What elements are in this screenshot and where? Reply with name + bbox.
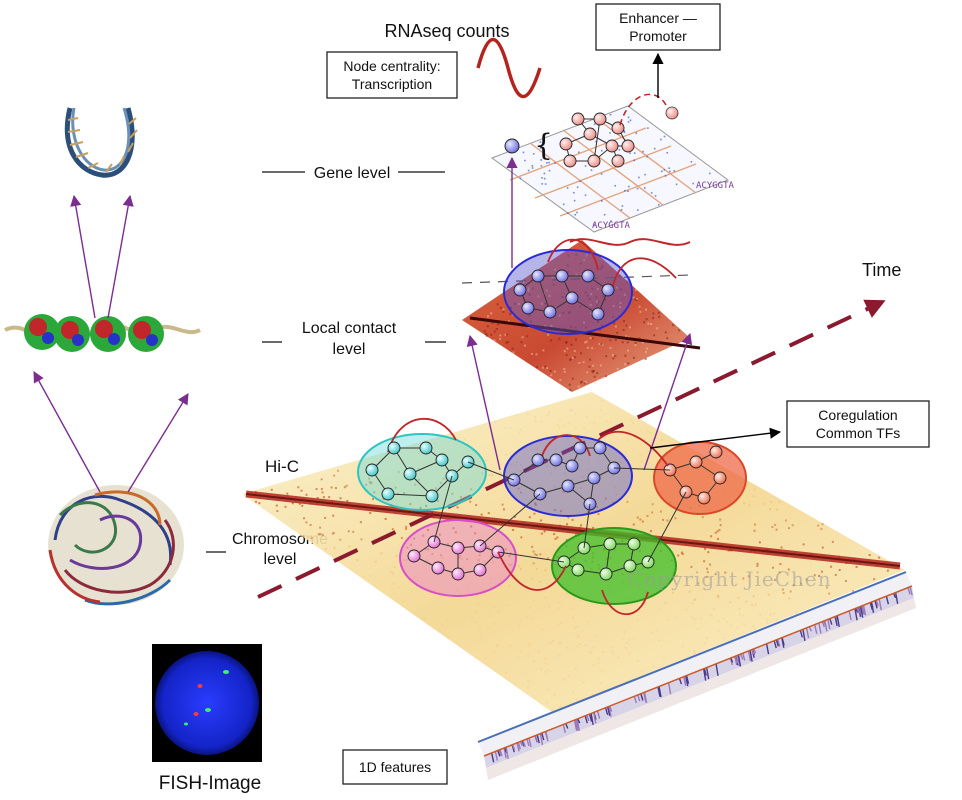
network-node <box>611 121 625 135</box>
network-node <box>571 112 585 126</box>
network-node <box>697 491 711 505</box>
fish-nucleus-icon <box>152 644 262 762</box>
cluster-cyan <box>357 417 487 511</box>
sequence-snippet-left: ACYGGTA <box>592 221 631 231</box>
network-node <box>573 441 587 455</box>
node-centrality-line2: Transcription <box>352 76 432 92</box>
network-node <box>611 154 625 168</box>
time-arrow <box>257 299 886 599</box>
node-centrality-line1: Node centrality: <box>343 58 440 74</box>
network-node <box>599 567 613 581</box>
network-node <box>605 139 619 153</box>
network-node <box>561 479 575 493</box>
inter-cluster-edges <box>433 461 687 563</box>
network-node <box>549 453 563 467</box>
network-node <box>531 269 545 283</box>
network-node <box>601 283 615 297</box>
coregulation-line1: Coregulation <box>818 407 897 423</box>
network-node <box>587 471 601 485</box>
network-node <box>603 537 617 551</box>
network-node <box>565 459 579 473</box>
network-node <box>381 487 395 501</box>
local-cluster <box>503 238 677 335</box>
network-node <box>419 441 433 455</box>
cluster-green <box>551 527 677 616</box>
network-node <box>563 154 577 168</box>
network-node <box>583 127 597 141</box>
network-node <box>543 305 557 319</box>
network-node <box>555 269 569 283</box>
sequence-snippet-right: ACYGGTA <box>696 181 735 191</box>
coregulation-box <box>786 400 930 448</box>
network-node <box>513 283 527 297</box>
network-node <box>565 291 579 305</box>
coregulation-line2: Common TFs <box>816 425 901 441</box>
network-node <box>621 139 635 153</box>
dna-helix-icon <box>64 107 138 178</box>
left-connector-arrows <box>33 194 189 493</box>
time-label: Time <box>862 260 901 280</box>
network-node <box>713 471 727 485</box>
chromosome-territory-icon <box>48 485 184 606</box>
svg-text:{: { <box>534 128 553 163</box>
cluster-blue <box>503 434 633 517</box>
network-node <box>425 489 439 503</box>
network-node <box>587 154 601 168</box>
cluster-red <box>653 441 747 515</box>
inter-cluster-loop <box>497 551 567 591</box>
network-node <box>431 561 445 575</box>
cluster-pink <box>399 519 517 597</box>
coregulation-arrow <box>649 427 782 449</box>
network-node <box>521 301 535 315</box>
network-node <box>623 559 637 573</box>
chromosome-level-label-line2: level <box>264 551 297 568</box>
network-node <box>709 445 723 459</box>
one-d-features-box <box>342 749 448 785</box>
network-node <box>593 112 607 126</box>
one-d-feature-tracks <box>477 571 916 780</box>
gene-level-label: Gene level <box>314 165 391 182</box>
gene-cluster-network: { <box>504 93 679 168</box>
local-contact-label-line1: Local contact <box>302 320 397 337</box>
enhancer-label-line2: Promoter <box>629 28 687 44</box>
network-node <box>451 567 465 581</box>
local-contact-label-line2: level <box>333 341 366 358</box>
rnaseq-wave-icon <box>476 37 542 99</box>
network-node <box>591 307 605 321</box>
network-node <box>581 269 595 283</box>
inter-cluster-loop-2 <box>597 430 669 467</box>
network-node <box>531 453 545 467</box>
hic-label: Hi-C <box>265 457 299 476</box>
enhancer-promoter-box <box>595 3 721 51</box>
watermark-text: Copyright JieChen <box>628 567 832 591</box>
network-node <box>473 563 487 577</box>
network-node <box>571 563 585 577</box>
network-node <box>559 137 573 151</box>
rnaseq-label: RNAseq counts <box>384 21 509 41</box>
network-node <box>387 441 401 455</box>
network-node <box>593 441 607 455</box>
network-node <box>689 455 703 469</box>
network-node <box>435 453 449 467</box>
local-contact-map <box>461 240 701 392</box>
network-node <box>627 537 641 551</box>
network-node <box>403 467 417 481</box>
network-node <box>365 463 379 477</box>
one-d-features-label: 1D features <box>359 759 431 775</box>
network-node <box>407 549 421 563</box>
enhancer-label-line1: Enhancer — <box>619 10 697 26</box>
fish-image-label: FISH-Image <box>159 773 261 794</box>
nucleosome-fiber-icon <box>4 314 201 352</box>
node-centrality-box <box>326 51 458 99</box>
network-node <box>451 541 465 555</box>
